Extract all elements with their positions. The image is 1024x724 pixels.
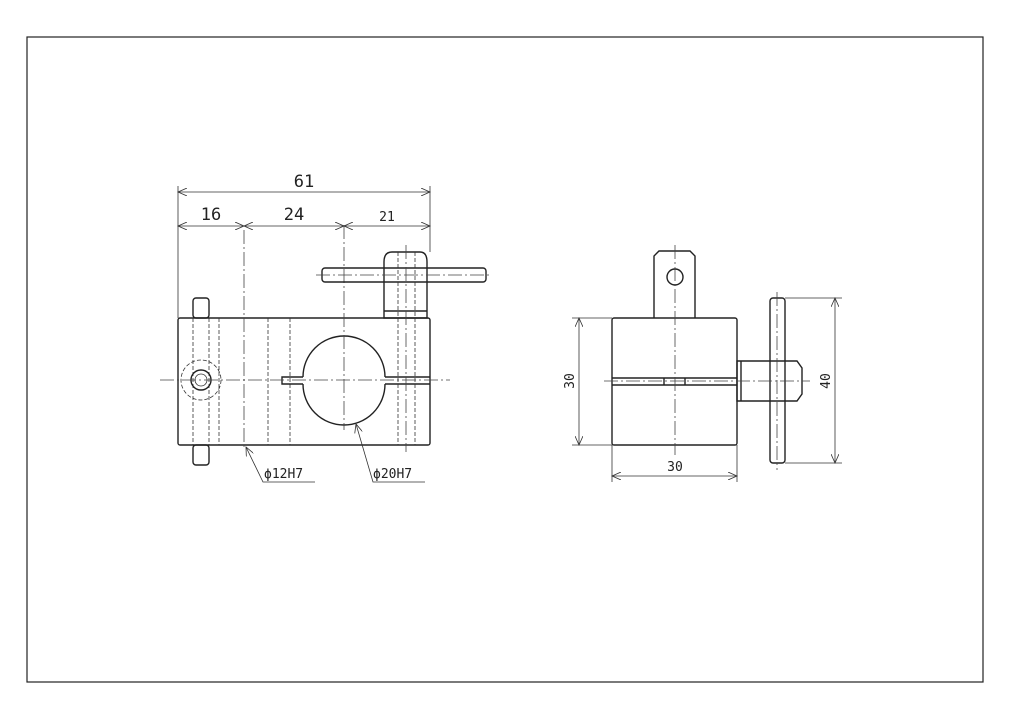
top-tab xyxy=(653,250,696,318)
sheet-border xyxy=(26,36,984,683)
side-body xyxy=(611,317,738,446)
callout-small-bore: ϕ12H7 xyxy=(264,467,303,482)
left-pin xyxy=(192,297,210,319)
handle-boss xyxy=(383,251,428,319)
dim-seg3: 21 xyxy=(379,210,395,225)
side-view: 30 30 40 xyxy=(563,245,842,482)
key-slot xyxy=(281,376,303,385)
dim-seg1: 16 xyxy=(201,205,221,225)
side-boss xyxy=(736,360,803,402)
dim-handle-span: 40 xyxy=(819,373,834,389)
dim-overall: 61 xyxy=(294,172,314,192)
dim-width: 30 xyxy=(667,460,683,475)
left-pin-bottom xyxy=(192,444,210,466)
front-body xyxy=(177,317,431,446)
dim-seg2: 24 xyxy=(284,205,304,225)
callout-large-bore: ϕ20H7 xyxy=(373,467,412,482)
front-view: 61 16 24 21 ϕ12H7 ϕ20H7 xyxy=(160,172,490,483)
side-handle-pin xyxy=(769,297,786,464)
dim-height: 30 xyxy=(563,373,578,389)
